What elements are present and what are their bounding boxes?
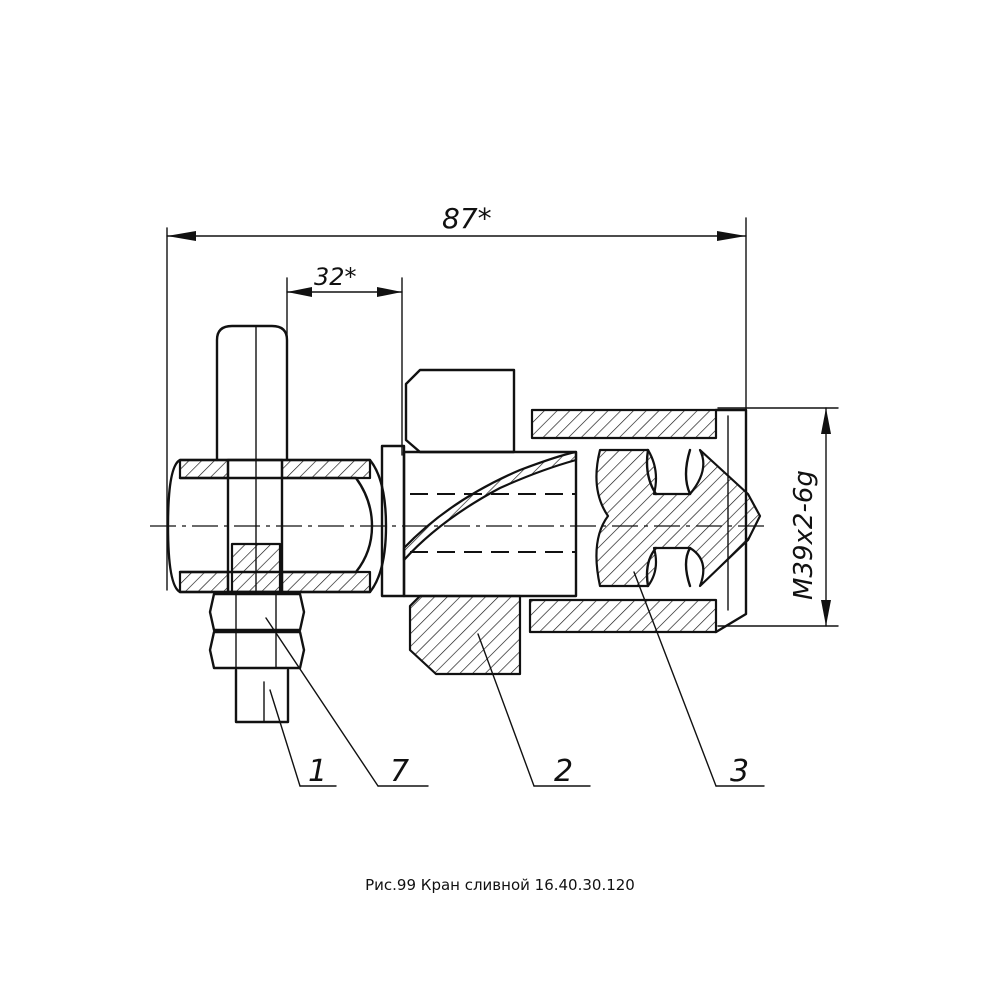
stud-part-1 — [215, 324, 290, 724]
valve-cone-part-3 — [595, 448, 762, 588]
figure-caption: Рис.99 Кран сливной 16.40.30.120 — [365, 876, 635, 894]
callout-2-label: 2 — [554, 754, 573, 789]
callout-7: 7 — [265, 617, 429, 789]
callout-2: 2 — [477, 633, 591, 789]
callout-1: 1 — [269, 689, 337, 789]
left-housing — [166, 458, 388, 594]
stud-offset-dimension: 32* — [286, 263, 403, 456]
callout-7-label: 7 — [390, 754, 409, 789]
thread-dimension: M39x2-6g — [717, 407, 839, 627]
stud-offset-label: 32* — [314, 263, 357, 291]
lock-nuts-part-7 — [208, 592, 306, 670]
overall-length-label: 87* — [442, 202, 492, 235]
callout-3: 3 — [633, 571, 765, 789]
union-nut-part-2 — [408, 594, 522, 676]
valve-body — [402, 368, 578, 598]
callout-1-label: 1 — [308, 754, 327, 789]
thread-size-label: M39x2-6g — [789, 470, 819, 600]
callout-3-label: 3 — [730, 754, 749, 789]
